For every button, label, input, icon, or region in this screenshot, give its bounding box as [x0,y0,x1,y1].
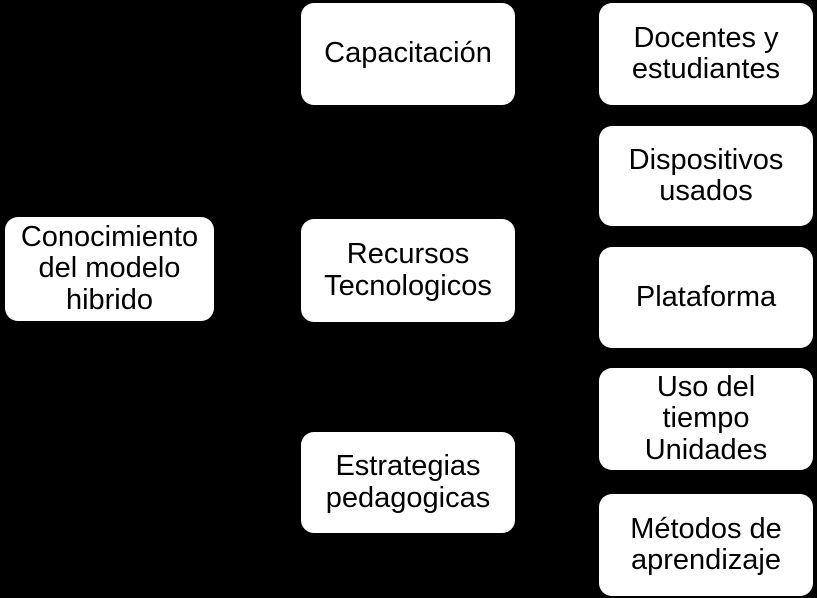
node-dispositivos-usados[interactable]: Dispositivos usados [599,126,813,226]
node-uso-del-tiempo-unidades[interactable]: Uso del tiempo Unidades [599,368,813,470]
node-plataforma[interactable]: Plataforma [599,247,813,348]
node-conocimiento-del-modelo-hibrido[interactable]: Conocimiento del modelo hibrido [5,217,214,321]
node-metodos-de-aprendizaje[interactable]: Métodos de aprendizaje [599,494,813,596]
node-estrategias-pedagogicas[interactable]: Estrategias pedagogicas [301,432,515,533]
node-capacitacion[interactable]: Capacitación [301,3,515,105]
node-docentes-y-estudiantes[interactable]: Docentes y estudiantes [599,3,813,105]
node-recursos-tecnologicos[interactable]: Recursos Tecnologicos [301,219,515,322]
